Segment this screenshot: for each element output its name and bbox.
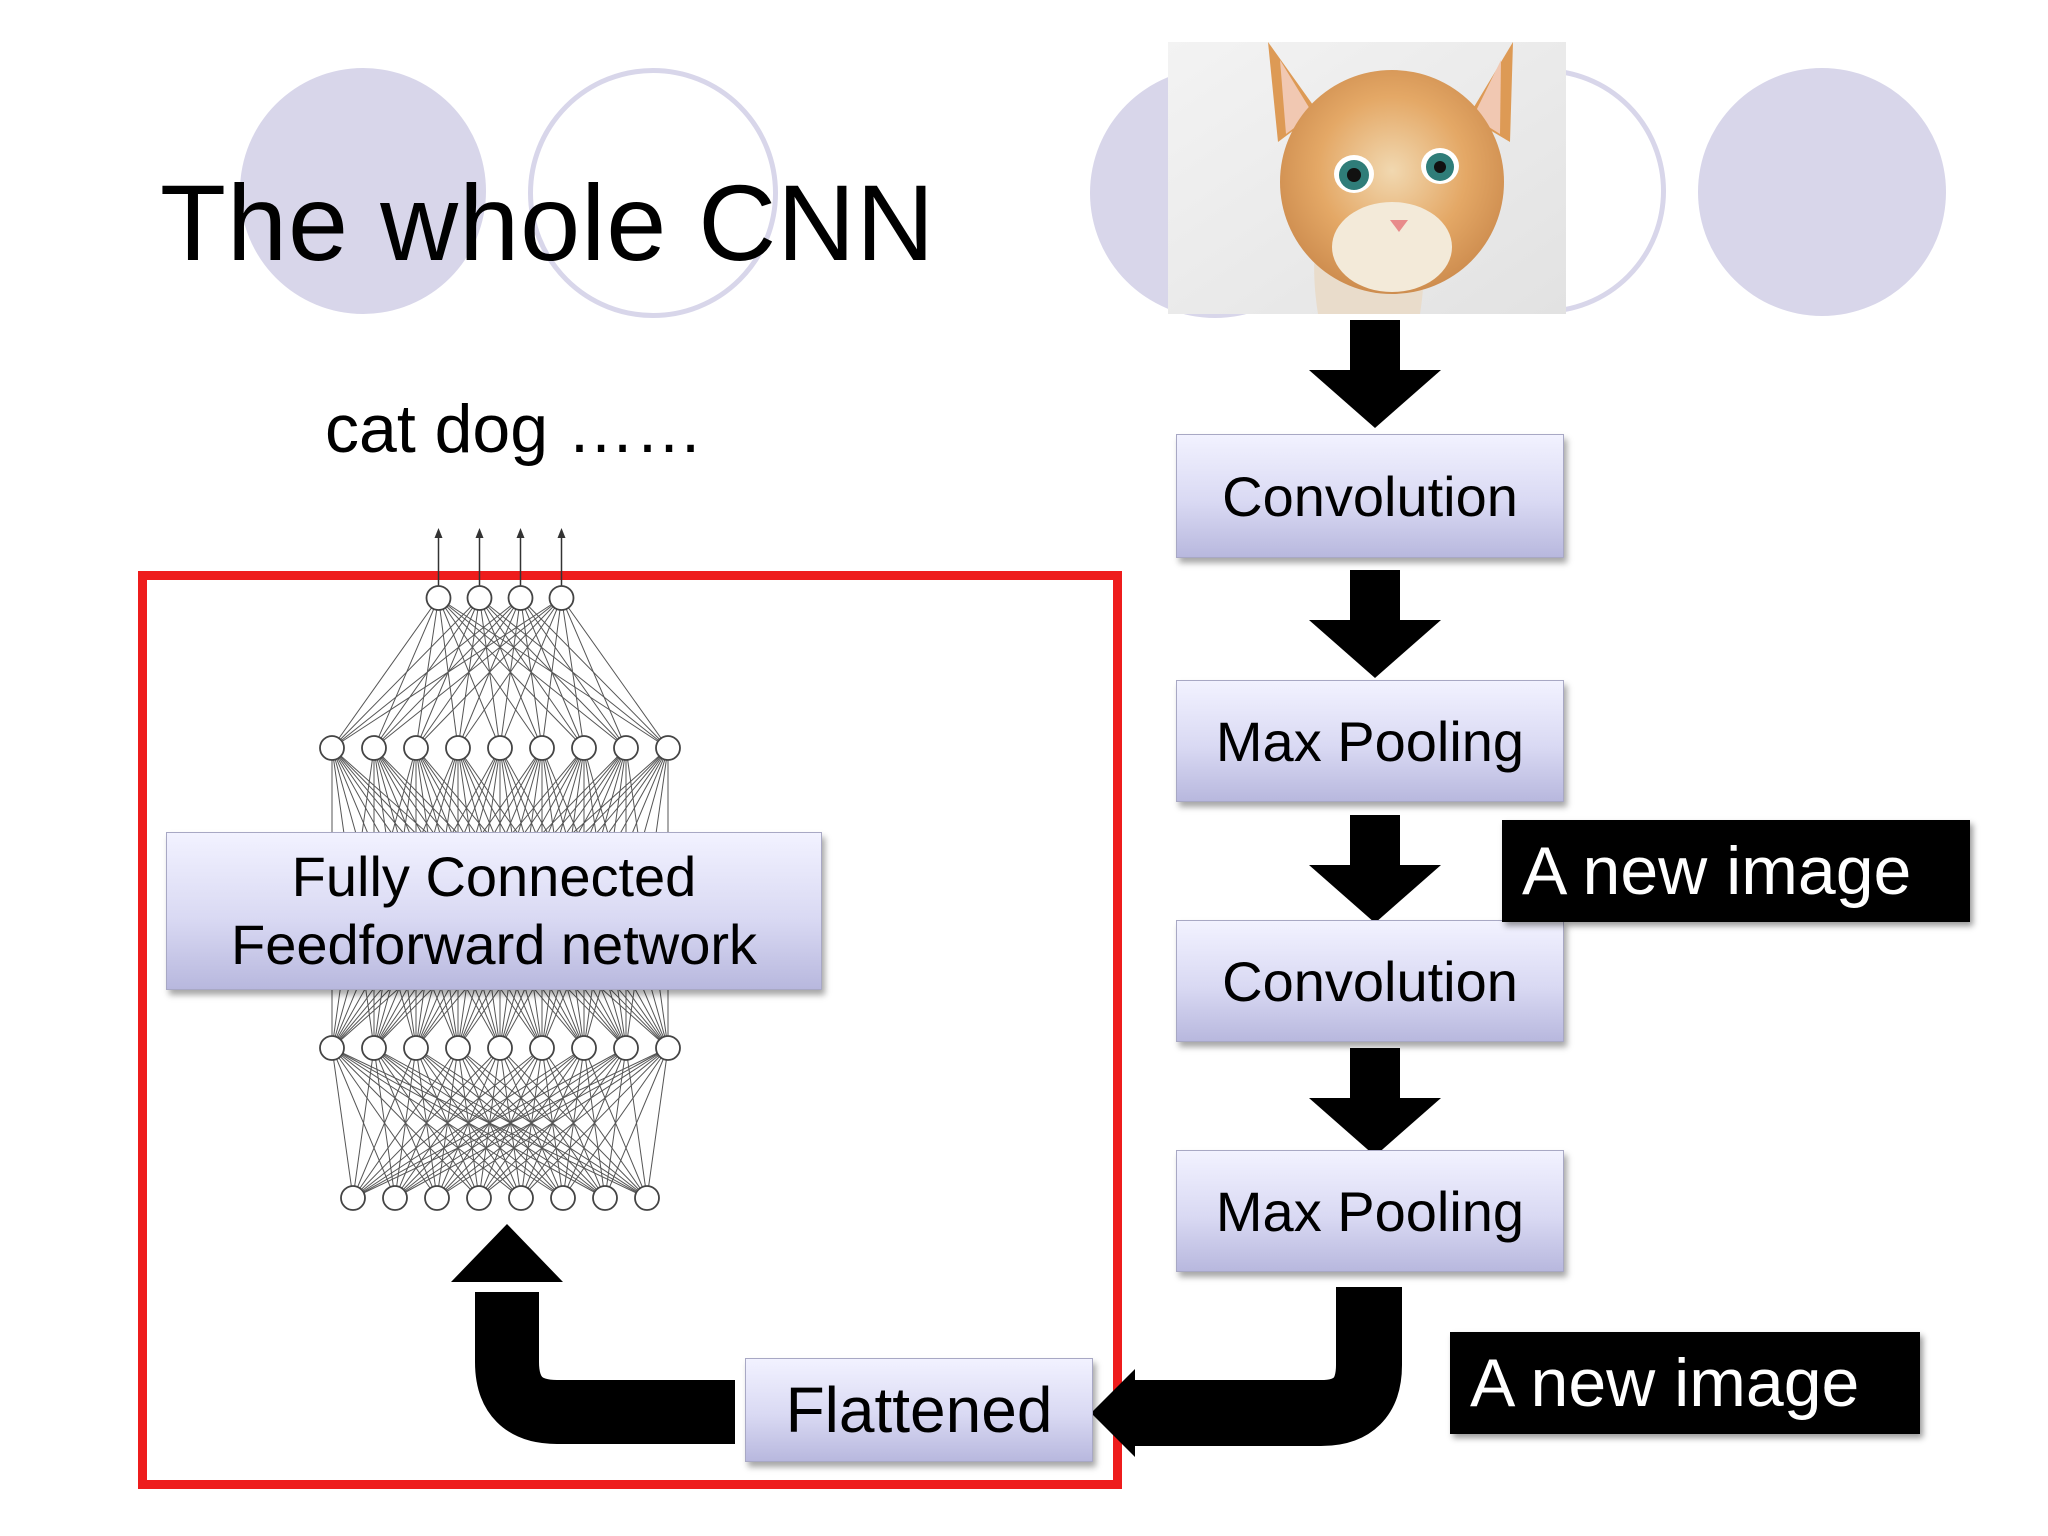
network-neuron [466,1185,492,1211]
network-neuron [319,1035,345,1061]
cat-input-image [1168,42,1566,314]
max-pooling-block-2: Max Pooling [1176,1150,1564,1272]
network-neuron [361,1035,387,1061]
network-neuron [340,1185,366,1211]
network-neuron [613,1035,639,1061]
new-image-label-1: A new image [1502,820,1970,922]
network-neuron [425,585,452,611]
fc-block-line1: Fully Connected [291,845,697,908]
output-arrowhead-icon [557,528,566,538]
decor-ring [528,68,778,318]
output-arrowhead-icon [434,528,443,538]
network-neuron [548,585,575,611]
network-neuron [361,735,387,761]
network-neuron [507,585,534,611]
convolution-block-2: Convolution [1176,920,1564,1042]
network-neuron [550,1185,576,1211]
flattened-block: Flattened [745,1358,1093,1462]
network-neuron [403,1035,429,1061]
network-neuron [655,1035,681,1061]
network-neuron [508,1185,534,1211]
down-arrow-icon [1309,1048,1441,1156]
network-neuron [466,585,493,611]
network-neuron [613,735,639,761]
fully-connected-block: Fully Connected Feedforward network [166,832,822,990]
down-arrow-icon [1309,320,1441,428]
network-neuron [592,1185,618,1211]
network-neuron [655,735,681,761]
network-neuron [424,1185,450,1211]
network-neuron [319,735,345,761]
network-neuron [634,1185,660,1211]
network-neuron [571,1035,597,1061]
output-arrowhead-icon [475,528,484,538]
new-image-label-2: A new image [1450,1332,1920,1434]
network-neuron [487,1035,513,1061]
slide-title: The whole CNN [160,162,936,283]
fully-connected-highlight-frame [138,571,1122,1489]
network-neuron [571,735,597,761]
network-neuron [487,735,513,761]
decor-circle [240,68,486,314]
fc-block-line2: Feedforward network [230,913,757,976]
network-neuron [529,1035,555,1061]
network-neuron [445,1035,471,1061]
decor-circle [1698,68,1946,316]
network-neuron [403,735,429,761]
network-neuron [445,735,471,761]
output-classes-label: cat dog …… [325,391,703,467]
network-neuron [382,1185,408,1211]
output-arrowhead-icon [516,528,525,538]
down-arrow-icon [1309,570,1441,678]
max-pooling-block-1: Max Pooling [1176,680,1564,802]
curved-arrow-to-flattened-icon [1091,1287,1402,1457]
curved-arrow-to-network-icon [451,1224,735,1444]
down-arrow-icon [1309,815,1441,923]
convolution-block-1: Convolution [1176,434,1564,558]
network-neuron [529,735,555,761]
